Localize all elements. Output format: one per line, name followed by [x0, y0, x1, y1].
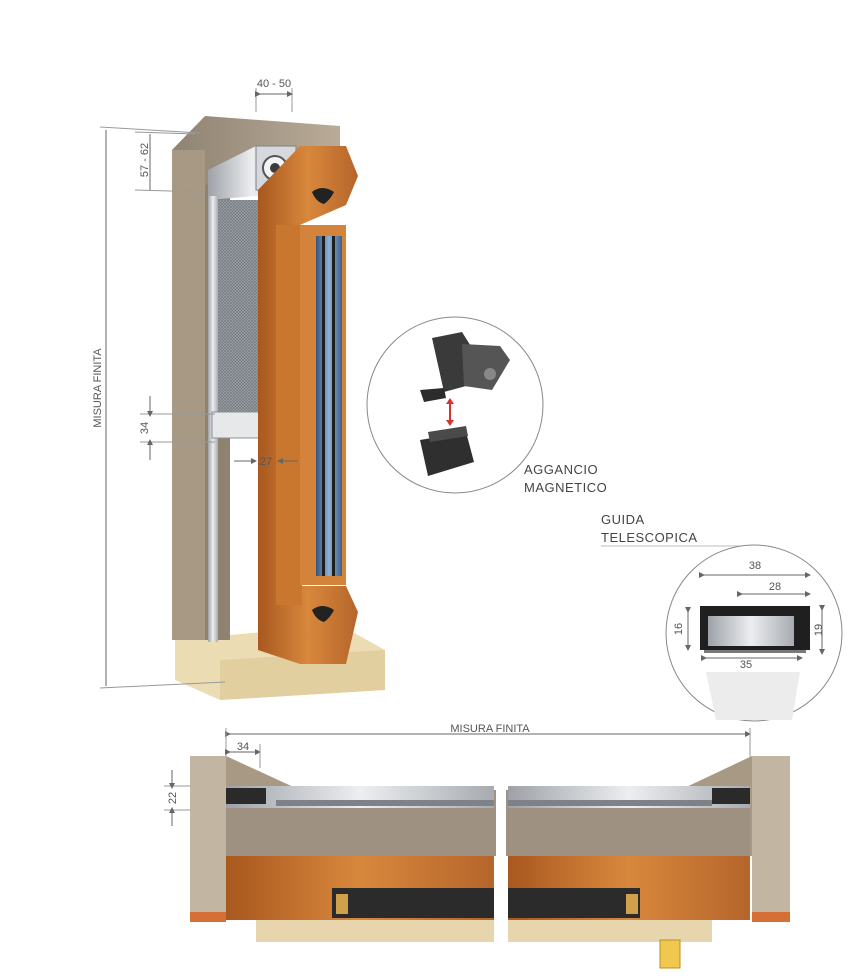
horizontal-dim-height: 22 [167, 792, 179, 804]
glass-pane [316, 236, 342, 576]
guide-dim-inner: 28 [769, 581, 781, 593]
guide-caption-1: GUIDA [601, 512, 645, 527]
guide-dim-bottom: 35 [740, 659, 752, 671]
dim-box-height: 57 - 62 [139, 143, 151, 177]
vertical-dimensions: 40 - 50 57 - 62 MISURA FINITA 34 27 [92, 78, 298, 689]
magnet-upper-part [432, 332, 472, 392]
vertical-section-illustration [172, 116, 385, 700]
guide-dim-right-height: 19 [813, 624, 825, 636]
guide-detail-circle: 38 28 16 19 35 [665, 544, 843, 722]
horizontal-dim-side: 34 [237, 741, 249, 753]
dim-rail-width: 27 [260, 456, 272, 468]
dim-top-width: 40 - 50 [257, 78, 291, 90]
magnetic-detail-circle [366, 316, 544, 494]
guide-caption-2: TELESCOPICA [601, 530, 698, 545]
insect-mesh [218, 200, 258, 412]
horizontal-section-illustration [190, 756, 790, 969]
section-break [496, 780, 506, 950]
horizontal-dim-total-width: MISURA FINITA [450, 723, 530, 735]
magnet-lower-part [420, 432, 474, 476]
dim-bar-height: 34 [139, 422, 151, 434]
magnetic-caption-2: MAGNETICO [524, 480, 607, 495]
dim-total-height: MISURA FINITA [92, 348, 104, 428]
magnetic-caption-1: AGGANCIO [524, 462, 598, 477]
guide-dim-left-height: 16 [673, 623, 685, 635]
guide-dim-outer: 38 [749, 560, 761, 572]
